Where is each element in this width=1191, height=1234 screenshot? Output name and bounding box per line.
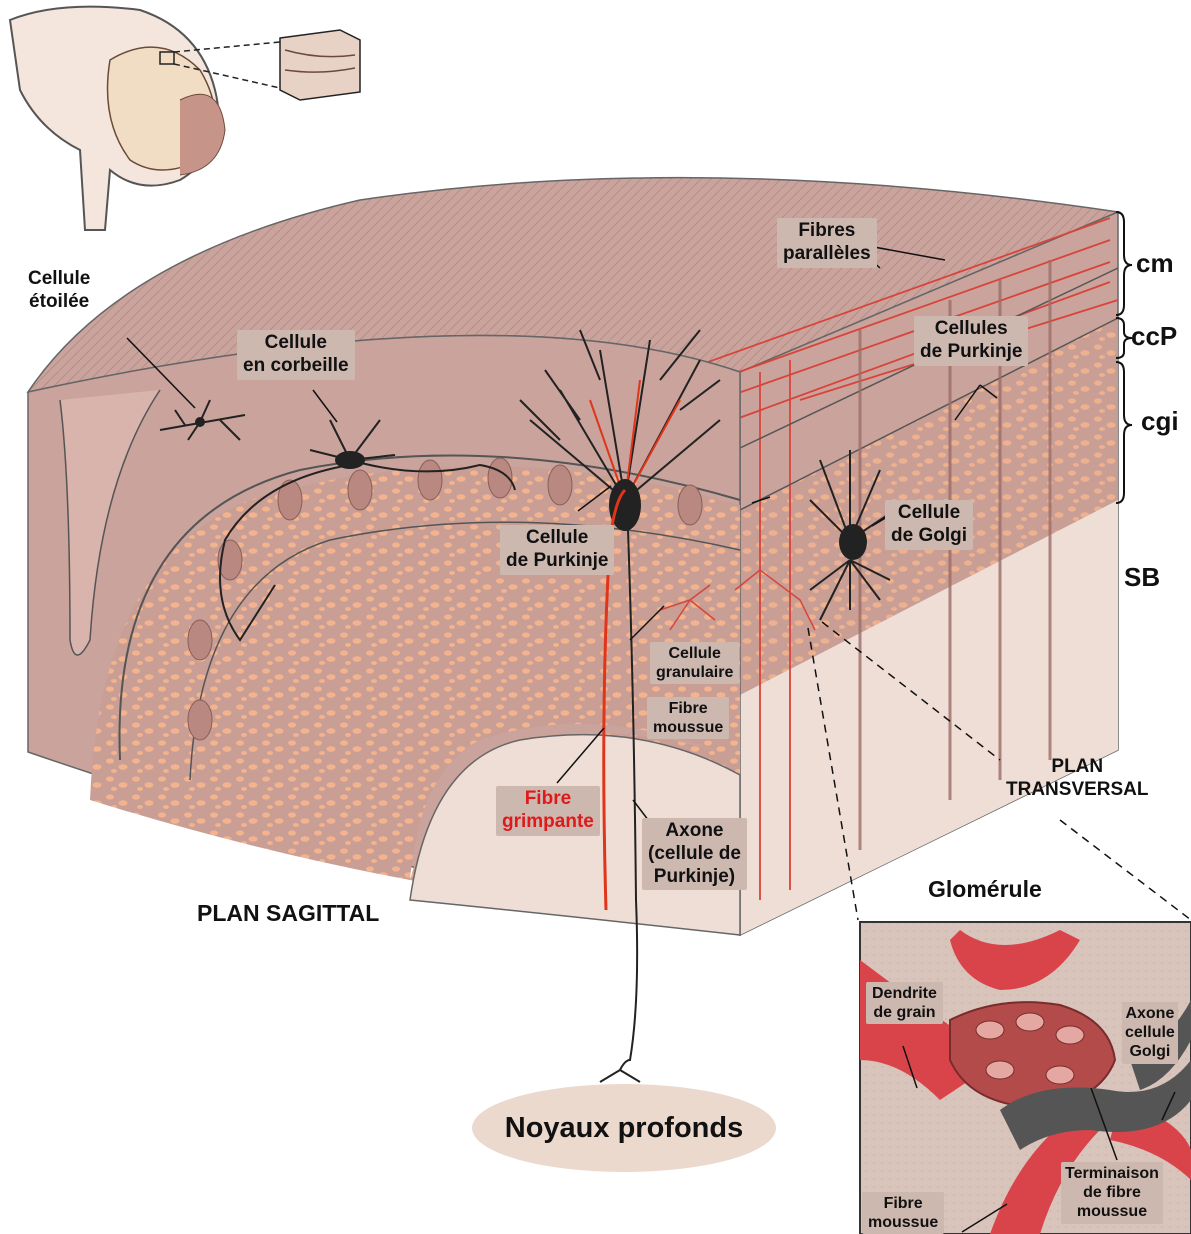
label-plan-transversal: PLAN TRANSVERSAL: [1006, 756, 1149, 802]
label-cellule-granulaire: Cellule granulaire: [650, 642, 739, 684]
label-axone-golgi: Axone cellule Golgi: [1122, 1002, 1178, 1064]
label-plan-sagittal: PLAN SAGITTAL: [197, 900, 379, 928]
label-noyaux-profonds: Noyaux profonds: [505, 1112, 743, 1145]
brain-thumbnail: [10, 7, 360, 230]
label-cellule-etoilee: Cellule étoilée: [28, 268, 90, 314]
layer-label-sb: SB: [1124, 562, 1160, 593]
label-glomerule: Glomérule: [928, 876, 1042, 904]
layer-label-cgi: cgi: [1141, 406, 1179, 437]
label-cellule-golgi: Cellule de Golgi: [885, 500, 973, 550]
label-cellule-corbeille: Cellule en corbeille: [237, 330, 355, 380]
label-cellules-purkinje: Cellules de Purkinje: [914, 316, 1028, 366]
layer-label-ccp: ccP: [1131, 321, 1177, 352]
noyaux-profonds-oval: Noyaux profonds: [472, 1084, 776, 1172]
label-cellule-purkinje: Cellule de Purkinje: [500, 525, 614, 575]
label-fibre-moussue: Fibre moussue: [647, 697, 729, 739]
layer-label-cm: cm: [1136, 248, 1174, 279]
label-axone-purkinje: Axone (cellule de Purkinje): [642, 818, 747, 890]
label-dendrite-grain: Dendrite de grain: [866, 982, 943, 1024]
label-fibres-paralleles: Fibres parallèles: [777, 218, 877, 268]
label-terminaison-fibre-moussue: Terminaison de fibre moussue: [1061, 1162, 1163, 1224]
label-fibre-moussue-inset: Fibre moussue: [862, 1192, 944, 1234]
label-fibre-grimpante: Fibre grimpante: [496, 786, 600, 836]
